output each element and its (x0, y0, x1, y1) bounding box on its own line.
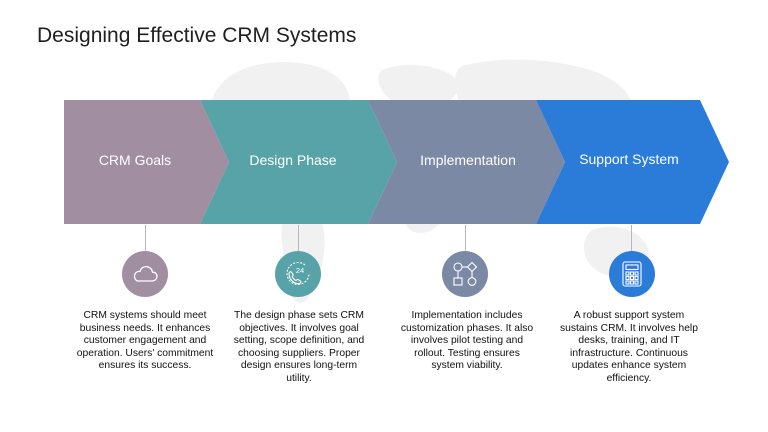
description-support-system: A robust support system sustains CRM. It… (560, 310, 698, 384)
step-label-crm-goals: CRM Goals (98, 152, 172, 168)
flowchart-icon (453, 261, 478, 286)
connector-line (631, 225, 632, 251)
cloud-icon (133, 265, 158, 282)
connector-line (145, 225, 146, 251)
connector-line (298, 225, 299, 251)
step-label-design-phase: Design Phase (249, 152, 337, 168)
connector-line (465, 225, 466, 251)
chevron-support-system (536, 100, 729, 224)
icon-circle-support-system (609, 251, 655, 297)
icon-circle-implementation (442, 251, 488, 297)
chevron-design-phase (200, 100, 397, 224)
hours-text: 24 (296, 266, 304, 275)
slide-title: Designing Effective CRM Systems (37, 24, 357, 47)
chevron-implementation (368, 100, 565, 224)
icon-circle-design-phase: 24 (275, 251, 321, 297)
description-implementation: Implementation includes customization ph… (400, 310, 534, 372)
icon-circle-crm-goals (122, 251, 168, 297)
step-label-support-system: Support System (579, 151, 679, 167)
chevron-crm-goals (64, 100, 229, 224)
calculator-icon (622, 261, 642, 287)
24-hour-phone-icon: 24 (286, 261, 310, 286)
step-label-implementation: Implementation (420, 152, 516, 168)
description-crm-goals: CRM systems should meet business needs. … (76, 310, 214, 372)
description-design-phase: The design phase sets CRM objectives. It… (233, 310, 365, 384)
